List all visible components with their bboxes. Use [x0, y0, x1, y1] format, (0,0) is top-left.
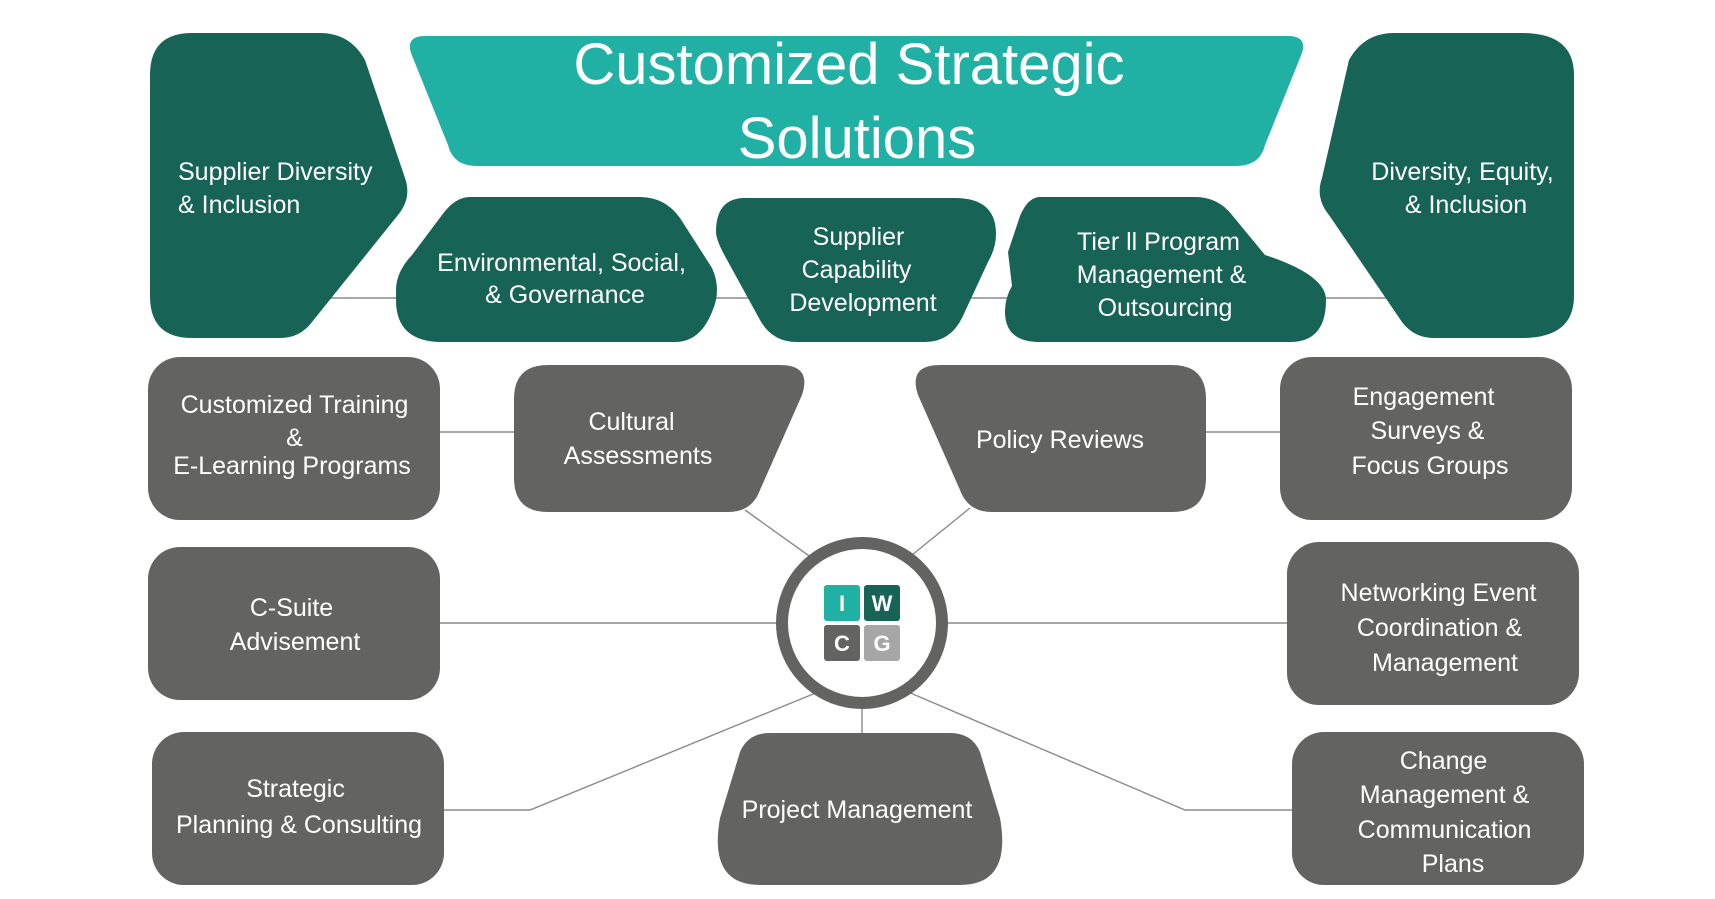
node-label: Tier ll Program Management & Outsourcing [1077, 228, 1254, 322]
node-tier2: Tier ll Program Management & Outsourcing [1005, 197, 1326, 342]
connector-line [907, 691, 1293, 811]
title-banner: Customized Strategic Solutions [409, 32, 1304, 171]
node-policy-reviews: Policy Reviews [915, 365, 1206, 512]
svg-text:C: C [834, 631, 850, 656]
logo-tile-g [864, 625, 900, 661]
node-engagement-surveys: Engagement Surveys & Focus Groups [1280, 357, 1572, 520]
node-label: Engagement Surveys & Focus Groups [1351, 383, 1508, 480]
svg-text:I: I [839, 591, 845, 616]
node-label: Project Management [742, 796, 973, 824]
node-csuite-advisement: C-Suite Advisement [148, 547, 440, 700]
node-customized-training: Customized Training & E-Learning Program… [148, 357, 440, 520]
svg-text:W: W [872, 591, 893, 616]
iwcg-logo: I W C G [776, 537, 948, 709]
node-label: C-Suite Advisement [230, 594, 361, 656]
node-label: Customized Training & E-Learning Program… [173, 391, 415, 480]
node-networking-event: Networking Event Coordination & Manageme… [1287, 542, 1579, 705]
connector-line [440, 691, 819, 811]
node-label: Strategic Planning & Consulting [176, 775, 422, 839]
node-label: Supplier Diversity & Inclusion [178, 158, 379, 219]
svg-text:G: G [873, 631, 890, 656]
node-label: Diversity, Equity, & Inclusion [1371, 158, 1560, 219]
node-supplier-capability: Supplier Capability Development [716, 198, 996, 342]
node-change-management: Change Management & Communication Plans [1292, 732, 1584, 885]
node-label: Supplier Capability Development [789, 223, 936, 317]
node-dei: Diversity, Equity, & Inclusion [1319, 33, 1574, 338]
logo-tile-w [864, 585, 900, 621]
node-label: Cultural Assessments [564, 408, 713, 470]
node-project-management: Project Management [717, 733, 1003, 885]
logo-tile-i [824, 585, 860, 621]
node-esg: Environmental, Social, & Governance [396, 197, 717, 342]
node-strategic-planning: Strategic Planning & Consulting [152, 732, 444, 885]
node-label: Change Management & Communication Plans [1358, 747, 1539, 878]
node-label: Environmental, Social, & Governance [437, 249, 693, 309]
node-label: Networking Event Coordination & Manageme… [1341, 579, 1544, 677]
logo-tile-c [824, 625, 860, 661]
connector-line [744, 509, 813, 559]
page-title: Customized Strategic Solutions [573, 32, 1140, 171]
node-supplier-diversity: Supplier Diversity & Inclusion [150, 33, 408, 338]
node-label: Policy Reviews [976, 426, 1144, 454]
node-cultural-assessments: Cultural Assessments [514, 365, 805, 512]
connector-line [911, 507, 971, 556]
